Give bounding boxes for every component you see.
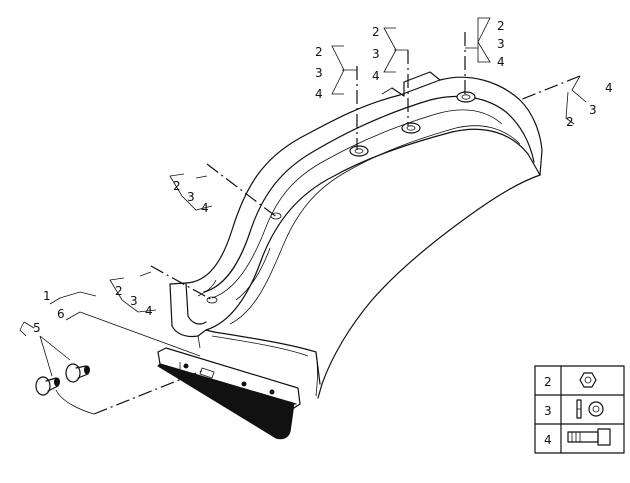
- callout-c3-label-3: 4: [315, 87, 323, 101]
- mounting-holes: [206, 91, 476, 304]
- callout-c2-label-2: 3: [372, 47, 380, 61]
- callout-c6-label-3: 4: [145, 304, 153, 318]
- callout-c6: 2 3 4: [109, 271, 157, 318]
- fender-body: [169, 71, 543, 399]
- callout-c3: 2 3 4: [315, 45, 357, 101]
- callout-c3-label-1: 2: [315, 45, 323, 59]
- washer-icon: [576, 399, 604, 419]
- callout-c2-label-3: 4: [372, 69, 380, 83]
- callout-c1-label-3: 4: [497, 55, 505, 69]
- assembly-label-6: 6: [57, 307, 65, 321]
- callout-c5-label-2: 3: [187, 190, 195, 204]
- push-rivet-1: [35, 376, 60, 396]
- legend-number-2: 2: [544, 375, 552, 389]
- callout-c5: 2 3 4: [169, 173, 213, 215]
- callout-c6-label-1: 2: [115, 284, 123, 298]
- callout-c6-label-2: 3: [130, 294, 138, 308]
- callout-c2: 2 3 4: [372, 25, 408, 83]
- assembly-label-5: 5: [33, 321, 41, 335]
- push-rivet-2: [65, 363, 90, 383]
- legend-number-4: 4: [544, 433, 552, 447]
- callout-c4-label-1: 2: [566, 115, 574, 129]
- bolt-icon: [567, 428, 611, 446]
- callout-c4: 2 3 4: [565, 75, 613, 129]
- assembly-label-1: 1: [43, 289, 51, 303]
- callout-c1: 2 3 4: [465, 17, 505, 69]
- callout-c4-label-3: 4: [605, 81, 613, 95]
- callout-c3-label-2: 3: [315, 66, 323, 80]
- callout-c5-label-1: 2: [173, 179, 181, 193]
- callout-c5-label-3: 4: [201, 201, 209, 215]
- assembly-callout: 1 5 6: [19, 289, 97, 415]
- hardware-legend: 2 3 4: [534, 365, 625, 454]
- callout-c1-label-2: 3: [497, 37, 505, 51]
- callout-c2-label-1: 2: [372, 25, 380, 39]
- callout-c4-label-2: 3: [589, 103, 597, 117]
- hex-nut-icon: [579, 372, 597, 388]
- leader-lines: [79, 32, 581, 415]
- legend-number-3: 3: [544, 404, 552, 418]
- mud-flap: [157, 347, 301, 440]
- callout-c1-label-1: 2: [497, 19, 505, 33]
